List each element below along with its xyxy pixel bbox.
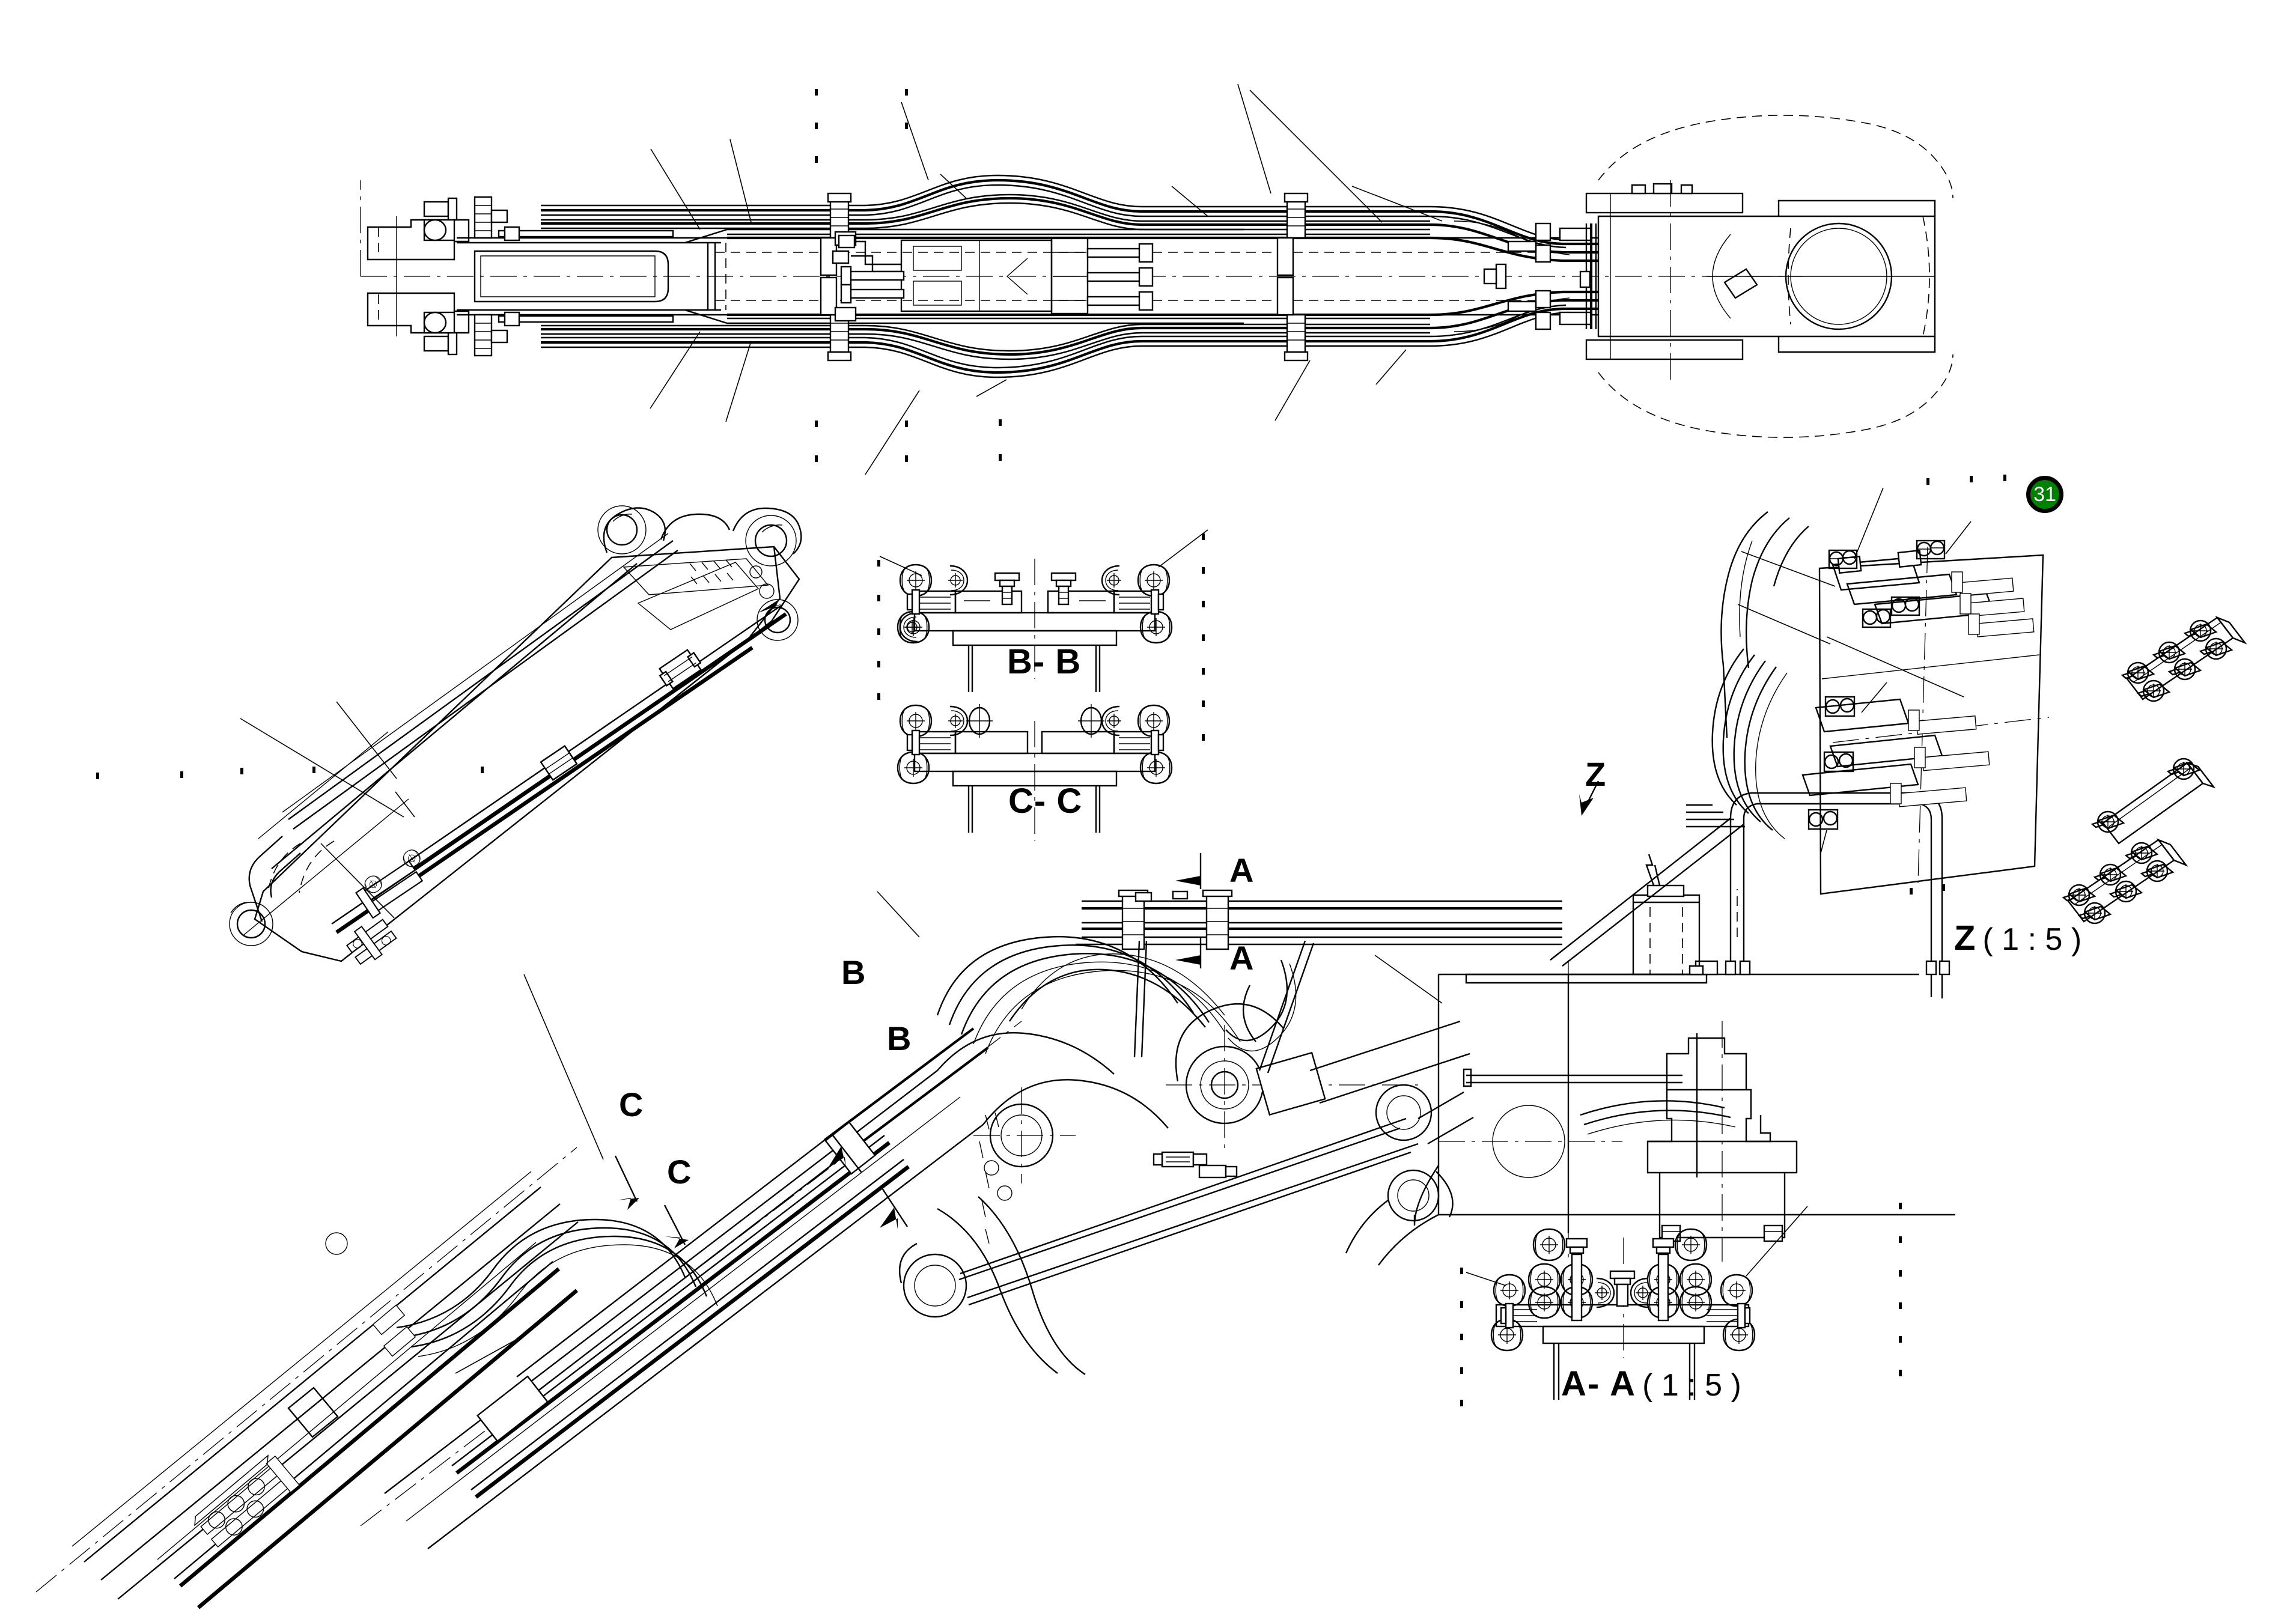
side-view-leaders [455,891,1443,1374]
caption-section-aa-scale: ( 1 : 5 ) [1642,1368,1741,1403]
section-marker-b-bottom: B [887,1019,912,1057]
iso-arm-leaders [240,701,415,919]
section-marker-a-top: A [1229,851,1254,889]
plan-leaders [650,84,1443,475]
section-marker-c-top: C [619,1086,644,1123]
caption-detail-z: Z ( 1 : 5 ) [1954,918,2081,958]
caption-section-aa-name: A- A [1561,1364,1637,1403]
view-arm-isometric [229,505,802,965]
filter-cylinder [1632,854,1701,976]
swivel-joint [1646,1021,1798,1262]
view-detail-z [1686,475,2247,925]
view-top-plan [360,84,1953,475]
caption-section-aa: A- A ( 1 : 5 ) [1561,1364,1741,1404]
section-marker-a-bottom: A [1229,939,1254,977]
section-marker-z: Z [1585,755,1606,793]
caption-detail-z-scale: ( 1 : 5 ) [1982,922,2082,957]
view-section-bb [877,529,1208,741]
caption-detail-z-name: Z [1954,919,1977,958]
caption-section-cc: C- C [1008,782,1083,821]
view-section-aa [1460,1203,1902,1406]
sheet-tick-marks [96,89,1002,779]
item-number-badge[interactable]: 31 [2026,476,2063,513]
iso-clamp-rails [2062,616,2247,925]
section-marker-b-top: B [841,953,866,991]
section-marker-c-bottom: C [667,1153,692,1191]
standpipe [1550,792,1950,998]
item-number-badge-label: 31 [2033,483,2056,506]
view-section-cc [897,704,1173,841]
caption-section-bb: B- B [1007,642,1082,681]
view-main-side [35,780,1955,1609]
